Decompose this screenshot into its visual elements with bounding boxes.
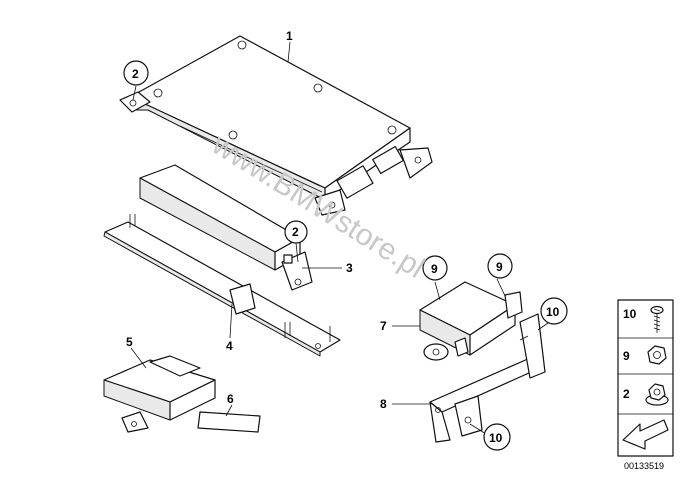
callout-4: 4 [226,339,233,353]
callout-9-right: 9 [496,260,503,274]
callout-7: 7 [380,319,387,333]
callout-6: 6 [227,392,234,406]
callout-3: 3 [346,261,353,275]
fastener-legend: 10 9 2 [617,299,674,457]
callout-5: 5 [126,335,133,349]
callout-circle-9-right [487,253,513,279]
hex-nut-icon [647,345,667,365]
legend-label-10: 10 [623,307,637,321]
callout-1: 1 [286,29,293,43]
callout-circle-2-mid [284,220,308,244]
callout-9-left: 9 [431,262,438,276]
callout-10-bottom: 10 [489,431,503,445]
callout-circle-2-top [123,60,149,86]
legend-label-9: 9 [623,349,630,363]
legend-label-2: 2 [623,387,630,401]
leader-lines [130,41,549,435]
callout-2-mid: 2 [292,225,299,239]
unit-part-7 [419,281,523,361]
callout-8: 8 [380,397,387,411]
flange-nut-icon [645,383,669,406]
callout-10-top: 10 [546,305,560,319]
screw-icon [650,305,664,333]
callout-labels: 1 2 2 3 4 5 6 7 8 9 9 10 10 [123,29,568,451]
callout-circle-10-bottom [483,423,511,451]
direction-arrow-icon [622,419,669,450]
bracket-part-4 [103,214,341,357]
sensor-part-5 [103,355,216,433]
control-unit-part-1 [119,35,433,216]
diagram-number: 00133519 [624,461,664,471]
module-part-3 [139,164,313,291]
callout-2-top: 2 [132,67,139,81]
callout-circle-9-left [422,255,448,281]
bracket-part-8 [429,313,546,443]
pad-part-6 [197,411,261,433]
callout-circle-10-top [540,297,568,325]
